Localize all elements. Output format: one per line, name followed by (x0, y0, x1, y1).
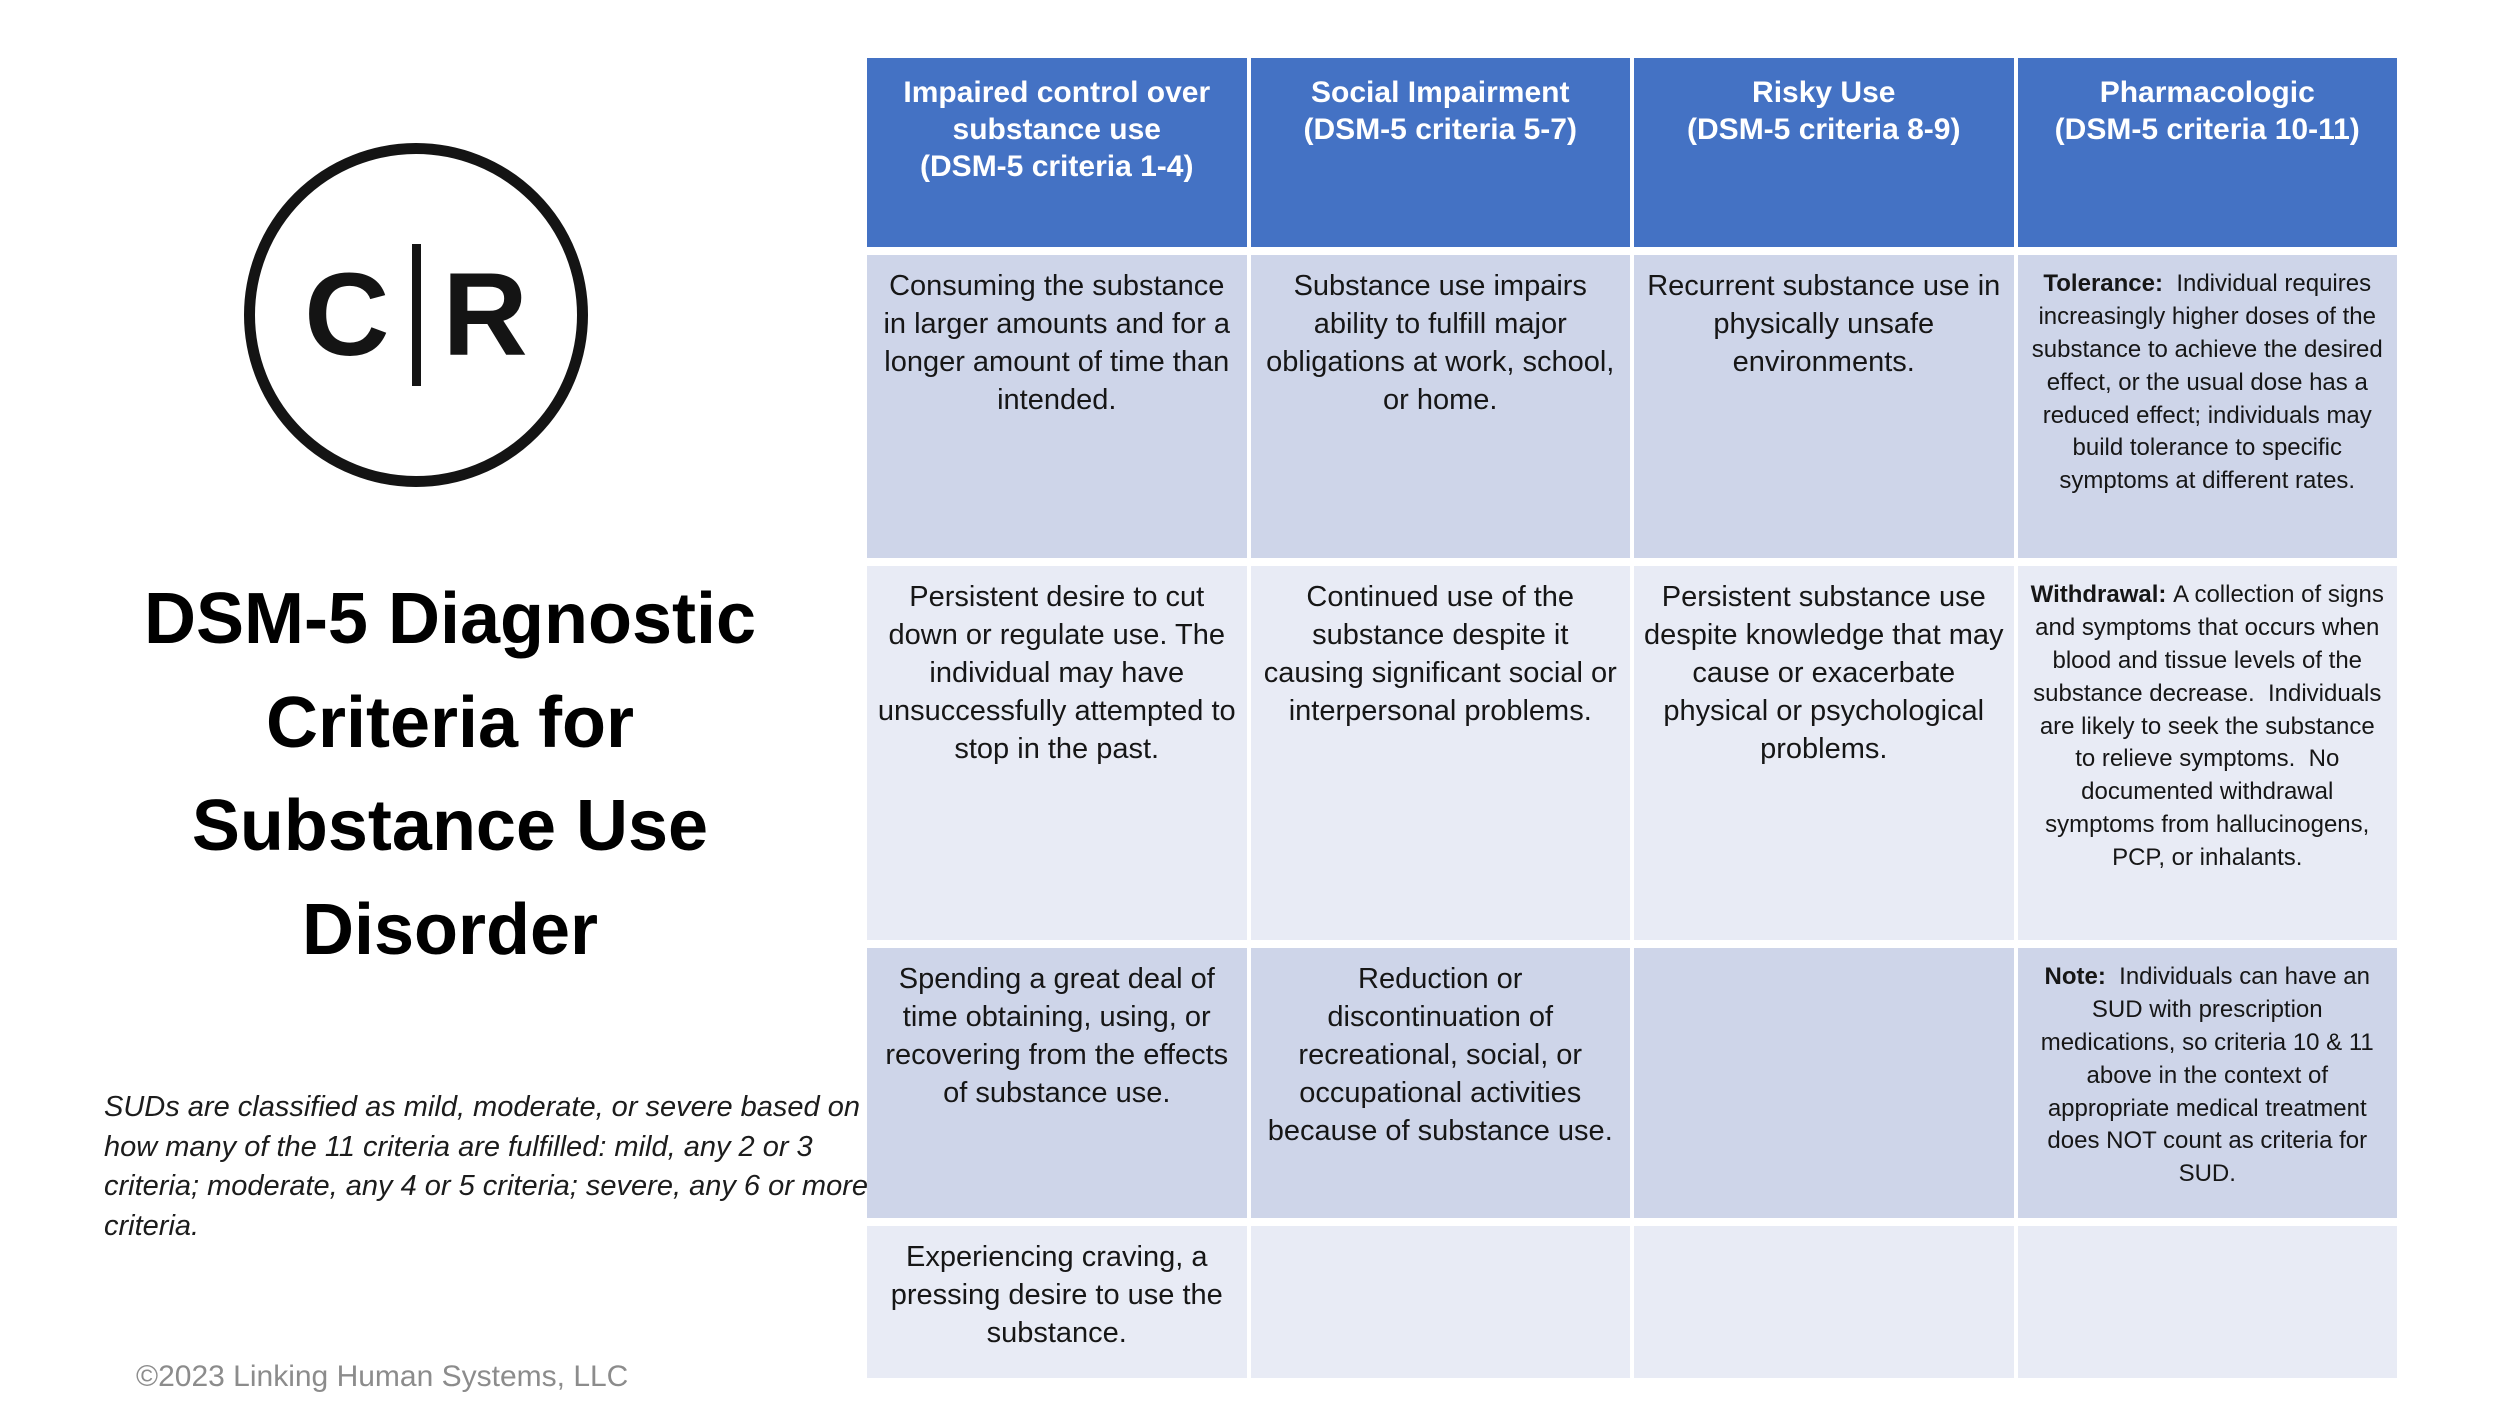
cell-lead: Note: (2044, 963, 2106, 990)
cell-withdrawal: Withdrawal: A collection of signs and sy… (2017, 566, 2397, 940)
cell-text: Continued use of the substance despite i… (1263, 581, 1617, 727)
header-cell-impaired-control: Impaired control over substance use (DSM… (867, 58, 1247, 247)
cell-text: A collection of signs and symptoms that … (2033, 581, 2384, 871)
cell-text: Persistent desire to cut down or regulat… (877, 581, 1236, 765)
cell-consuming-larger-amounts: Consuming the substance in larger amount… (867, 255, 1247, 558)
cell-text: Experiencing craving, a pressing desire … (890, 1241, 1223, 1349)
cell-note: Note: Individuals can have an SUD with p… (2017, 948, 2397, 1218)
logo-letter-r: R (442, 249, 528, 381)
classification-note: SUDs are classified as mild, moderate, o… (104, 1091, 868, 1243)
cell-unsafe-environments: Recurrent substance use in physically un… (1634, 255, 2014, 558)
logo-divider-bar (411, 244, 421, 386)
cell-text: Individual requires increasingly higher … (2031, 270, 2383, 495)
cell-lead: Tolerance: (2043, 270, 2163, 297)
cell-despite-knowledge: Persistent substance use despite knowled… (1634, 566, 2014, 940)
cell-impairs-obligations: Substance use impairs ability to fulfill… (1250, 255, 1630, 558)
header-cell-social-impairment: Social Impairment (DSM-5 criteria 5-7) (1250, 58, 1630, 247)
cell-text: Spending a great deal of time obtaining,… (885, 963, 1229, 1109)
cell-craving: Experiencing craving, a pressing desire … (867, 1226, 1247, 1378)
cell-empty-pharm-row4 (2017, 1226, 2397, 1378)
cell-empty-risky-row3 (1634, 948, 2014, 1218)
cr-logo: C R (244, 143, 588, 487)
criteria-table: Impaired control over substance use (DSM… (867, 58, 2397, 1378)
page-title: DSM-5 Diagnostic Criteria for Substance … (143, 579, 757, 971)
cell-time-spent: Spending a great deal of time obtaining,… (867, 948, 1247, 1218)
header-cell-pharmacologic: Pharmacologic (DSM-5 criteria 10-11) (2017, 58, 2397, 247)
cell-text: Recurrent substance use in physically un… (1647, 270, 2001, 378)
cell-text: Substance use impairs ability to fulfill… (1266, 270, 1615, 416)
copyright-text: ©2023 Linking Human Systems, LLC (136, 1360, 629, 1393)
cell-social-problems: Continued use of the substance despite i… (1250, 566, 1630, 940)
header-cell-risky-use: Risky Use (DSM-5 criteria 8-9) (1634, 58, 2014, 247)
cell-empty-social-row4 (1250, 1226, 1630, 1378)
cell-desire-to-cut-down: Persistent desire to cut down or regulat… (867, 566, 1247, 940)
cell-text: Persistent substance use despite knowled… (1644, 581, 2004, 765)
cell-empty-risky-row4 (1634, 1226, 2014, 1378)
cell-text: Individuals can have an SUD with prescri… (2040, 963, 2374, 1188)
cell-text: Consuming the substance in larger amount… (883, 270, 1231, 416)
cell-reduced-activities: Reduction or discontinuation of recreati… (1250, 948, 1630, 1218)
cell-tolerance: Tolerance: Individual requires increasin… (2017, 255, 2397, 558)
cell-text: Reduction or discontinuation of recreati… (1267, 963, 1613, 1147)
cell-lead: Withdrawal: (2030, 581, 2167, 608)
logo-letter-c: C (304, 249, 390, 381)
